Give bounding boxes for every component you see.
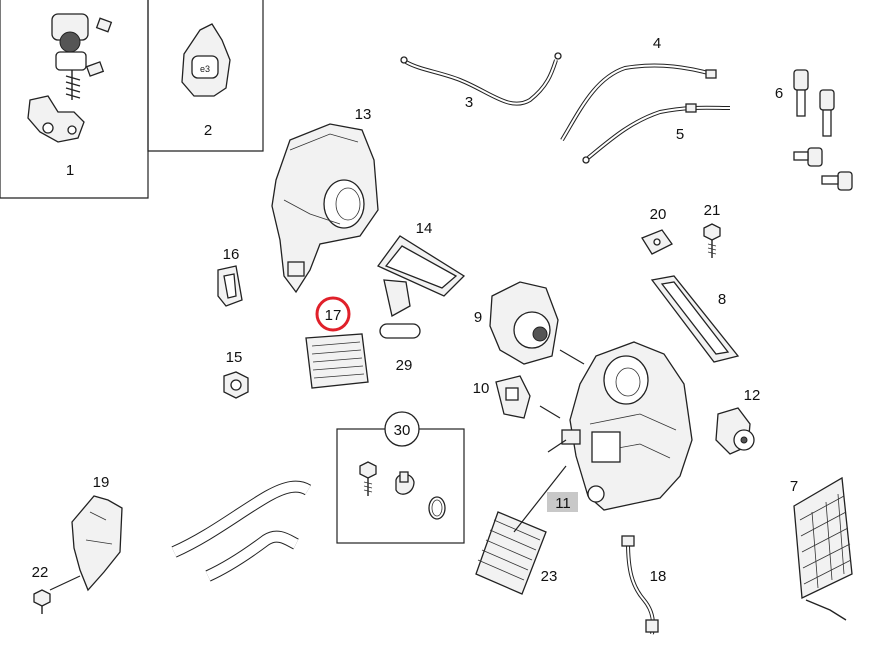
callout-11[interactable]: 11: [555, 495, 571, 512]
part-13-blower-housing[interactable]: [271, 123, 379, 294]
callout-6[interactable]: 6: [775, 85, 783, 102]
callout-17[interactable]: 17: [325, 307, 342, 324]
part-7-evaporator[interactable]: [793, 476, 853, 621]
inset-box-part-2[interactable]: [147, 0, 264, 152]
callout-23[interactable]: 23: [541, 568, 558, 585]
part-16-clip[interactable]: [217, 265, 243, 307]
callout-21[interactable]: 21: [704, 202, 721, 219]
leader-lines: [49, 349, 585, 591]
part-11-label-tag: [547, 492, 578, 512]
part-21-screw[interactable]: [703, 223, 721, 258]
part-10-actuator[interactable]: [495, 375, 531, 419]
callout-8[interactable]: 8: [718, 291, 726, 308]
callout-18[interactable]: 18: [650, 568, 667, 585]
callout-7[interactable]: 7: [790, 478, 798, 495]
selected-part-highlight-ring: [315, 296, 351, 332]
part-17-cabin-filter[interactable]: [305, 333, 369, 389]
part-5-cable[interactable]: [582, 103, 731, 164]
part-14-filter-frame[interactable]: [377, 235, 466, 317]
part-3-cable[interactable]: [400, 52, 562, 106]
callout-22[interactable]: 22: [32, 564, 49, 581]
part-22-screw[interactable]: [33, 589, 51, 614]
part-1-actuator-linkage[interactable]: [27, 13, 113, 143]
part-23-filter[interactable]: [475, 511, 547, 595]
callout-16[interactable]: 16: [223, 246, 240, 263]
part-9-blower-motor[interactable]: [489, 281, 559, 365]
callout-1[interactable]: 1: [66, 162, 74, 179]
callout-13[interactable]: 13: [355, 106, 372, 123]
part-29-seal[interactable]: [379, 323, 421, 339]
part-30-label-ring: [384, 411, 420, 447]
part-6-plugs[interactable]: [793, 69, 853, 191]
callout-20[interactable]: 20: [650, 206, 667, 223]
part-19-bracket[interactable]: [71, 495, 123, 592]
callout-3[interactable]: 3: [465, 94, 473, 111]
svg-text:e3: e3: [200, 64, 210, 74]
callout-15[interactable]: 15: [226, 349, 243, 366]
callout-29[interactable]: 29: [396, 357, 413, 374]
part-hose-lower[interactable]: [205, 530, 299, 582]
part-18-drain-tube[interactable]: [621, 535, 659, 635]
part-4-cable[interactable]: [560, 63, 717, 142]
callout-4[interactable]: 4: [653, 35, 661, 52]
callout-19[interactable]: 19: [93, 474, 110, 491]
callout-9[interactable]: 9: [474, 309, 482, 326]
callout-30[interactable]: 30: [394, 422, 411, 439]
callout-12[interactable]: 12: [744, 387, 761, 404]
part-hose-upper[interactable]: [171, 480, 312, 558]
part-2-cover[interactable]: e3: [181, 23, 231, 97]
part-11-hvac-housing[interactable]: [561, 341, 693, 511]
callout-14[interactable]: 14: [416, 220, 433, 237]
part-20-clip-nut[interactable]: [641, 229, 673, 255]
part-12-actuator-wheel[interactable]: [715, 407, 755, 455]
callout-10[interactable]: 10: [473, 380, 490, 397]
callout-5[interactable]: 5: [676, 126, 684, 143]
part-8-filter-panel[interactable]: [650, 275, 740, 363]
part-15-nut[interactable]: [223, 371, 249, 399]
callout-2[interactable]: 2: [204, 122, 212, 139]
